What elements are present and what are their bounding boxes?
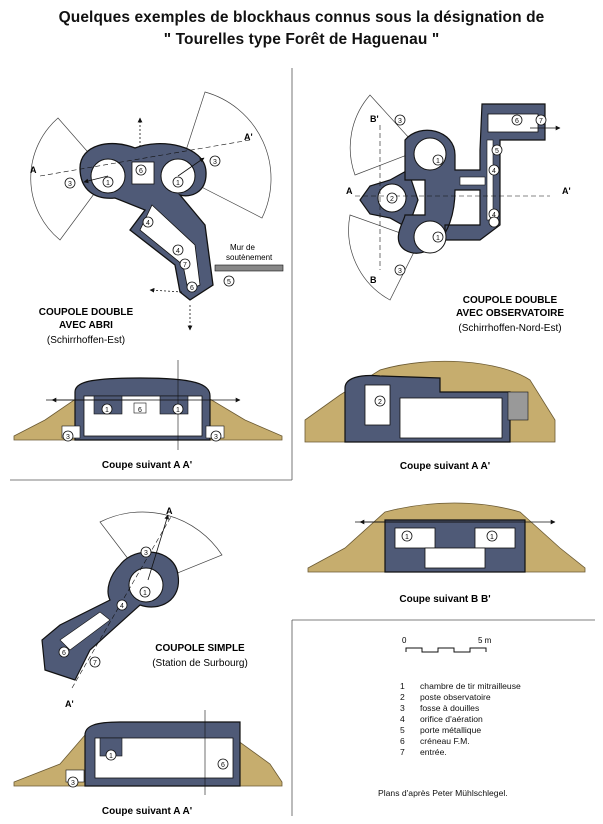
firing-arc-right [177,91,272,219]
svg-text:7: 7 [183,262,187,269]
retaining-wall [214,264,284,272]
section4-caption: Coupe suivant A A' [102,806,192,817]
svg-text:4: 4 [492,212,496,219]
firing-arc-left [30,117,109,241]
svg-text:4: 4 [176,248,180,255]
svg-text:3: 3 [68,181,72,188]
svg-text:1: 1 [405,534,409,541]
plan1-wall-label-1: Mur de [230,243,255,252]
plan2-name-2: AVEC OBSERVATOIRE [456,308,564,319]
svg-text:1: 1 [176,407,180,414]
scale-end: 5 m [478,636,492,645]
section1-caption: Coupe suivant A A' [102,460,192,471]
svg-text:1: 1 [105,407,109,414]
plan1-label-a-prime: A' [244,132,253,142]
plan-simple: 1 3 4 6 7 [41,511,223,689]
svg-text:6: 6 [221,762,225,769]
svg-text:3: 3 [144,550,148,557]
plan1-name-1: COUPOLE DOUBLE [39,307,134,318]
svg-text:3: 3 [213,159,217,166]
plan-double-abri: 1 1 6 4 4 5 6 7 3 3 [30,91,284,331]
plan1-name-2: AVEC ABRI [59,320,113,331]
plan-double-obs: 1 1 2 3 3 6 7 5 4 4 [348,94,561,301]
plan3-label-a: A [166,506,173,516]
svg-text:6: 6 [190,285,194,292]
svg-text:1: 1 [490,534,494,541]
section3-caption: Coupe suivant B B' [399,594,490,605]
svg-text:1: 1 [143,590,147,597]
svg-text:4: 4 [492,168,496,175]
section-double-abri: 1 1 3 3 6 [13,360,283,450]
svg-text:4: 4 [120,603,124,610]
svg-text:3: 3 [71,780,75,787]
plan3-label-a-prime: A' [65,699,74,709]
svg-text:1: 1 [176,180,180,187]
svg-text:2: 2 [378,399,382,406]
plan2-label-b-prime: B' [370,114,379,124]
scale-bar [405,647,487,653]
svg-text:7: 7 [539,118,543,125]
section-simple: 1 3 6 [13,710,283,795]
svg-text:1: 1 [106,180,110,187]
plan2-location: (Schirrhoffen-Nord-Est) [458,323,561,334]
svg-text:1: 1 [436,158,440,165]
svg-text:6: 6 [515,118,519,125]
plan2-label-a: A [346,186,353,196]
plan1-wall-label-2: soutènement [226,253,273,262]
plan1-label-a: A [30,165,37,175]
svg-text:1: 1 [436,235,440,242]
svg-text:6: 6 [62,650,66,657]
svg-text:3: 3 [66,434,70,441]
svg-text:5: 5 [495,148,499,155]
svg-text:4: 4 [146,220,150,227]
plan3-location: (Station de Surbourg) [152,658,248,669]
plan3-name-1: COUPOLE SIMPLE [155,643,245,654]
svg-text:3: 3 [398,118,402,125]
section-obs-aa: 2 [304,360,556,443]
svg-text:6: 6 [138,407,142,414]
svg-text:6: 6 [139,168,143,175]
svg-text:3: 3 [398,268,402,275]
svg-text:1: 1 [109,753,113,760]
title-line-2: " Tourelles type Forêt de Haguenau " [163,31,440,48]
svg-text:2: 2 [390,196,394,203]
plan2-name-1: COUPOLE DOUBLE [463,295,558,306]
scale-start: 0 [402,636,407,645]
title-line-1: Quelques exemples de blockhaus connus so… [58,9,545,26]
plan2-label-a-prime: A' [562,186,571,196]
credit: Plans d'après Peter Mühlschlegel. [378,788,508,798]
svg-text:5: 5 [227,279,231,286]
svg-text:7: 7 [93,660,97,667]
section2-caption: Coupe suivant A A' [400,461,490,472]
svg-text:3: 3 [214,434,218,441]
plan1-location: (Schirrhoffen-Est) [47,335,125,346]
plan2-label-b: B [370,275,377,285]
section-line-aa [39,139,251,177]
frame-dividers [10,68,595,816]
